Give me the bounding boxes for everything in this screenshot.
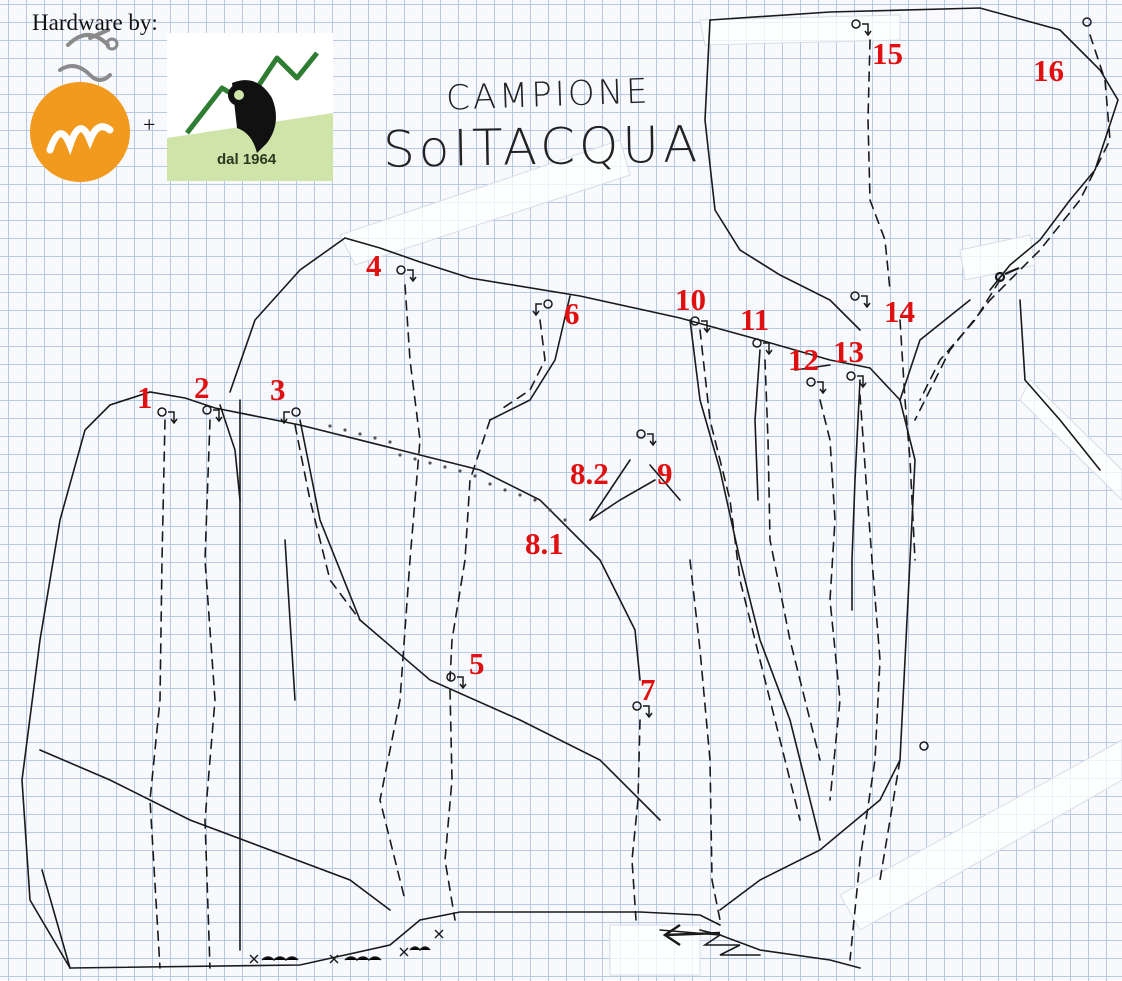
- crag-title-line2: SoITACQUA: [383, 115, 702, 179]
- anchor-3: [281, 408, 300, 423]
- anchor-16: [1083, 18, 1091, 26]
- anchor-14: [851, 292, 870, 307]
- route-number-1: 1: [137, 382, 153, 413]
- anchor-4: [397, 266, 416, 281]
- route-number-2: 2: [194, 372, 210, 403]
- route-number-9: 9: [657, 458, 673, 489]
- anchor-12: [807, 378, 826, 393]
- route-number-3: 3: [270, 374, 286, 405]
- route-number-7: 7: [640, 674, 656, 705]
- path-crosses: [250, 930, 443, 963]
- route-number-5: 5: [469, 648, 485, 679]
- logo2-text: dal 1964: [217, 151, 276, 168]
- route-number-10: 10: [675, 284, 706, 315]
- route-number-11: 11: [740, 304, 769, 335]
- route-number-4: 4: [366, 250, 382, 281]
- route-number-6: 6: [564, 298, 580, 329]
- anchor-6: [533, 300, 552, 315]
- anchor-lower: [920, 742, 928, 750]
- route-number-8-2: 8.2: [570, 458, 609, 489]
- anchor-1: [158, 408, 177, 423]
- plus-sign: +: [143, 112, 155, 138]
- route-number-12: 12: [788, 344, 819, 375]
- route-number-15: 15: [872, 38, 903, 69]
- sponsor-logo-2: dal 1964: [167, 33, 333, 181]
- route-number-16: 16: [1033, 55, 1064, 86]
- crag-title-line1: CAMPIONE: [445, 71, 651, 118]
- anchor-13: [847, 372, 866, 387]
- sponsor-logo-1: [28, 26, 138, 186]
- route-number-8-1: 8.1: [525, 528, 564, 559]
- route-number-14: 14: [884, 296, 915, 327]
- traverse-dots: [328, 424, 566, 521]
- anchor-8-9: [637, 430, 656, 445]
- route-number-13: 13: [833, 336, 864, 367]
